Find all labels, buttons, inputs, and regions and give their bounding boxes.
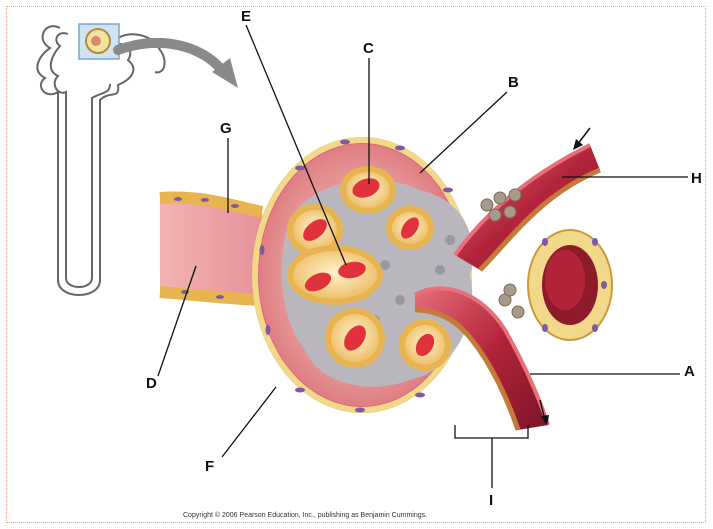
capillary-4 — [287, 245, 383, 305]
distal-tubule — [528, 230, 612, 340]
label-h: H — [691, 170, 702, 187]
copyright-notice: Copyright © 2006 Pearson Education, Inc.… — [183, 512, 427, 519]
label-g: G — [220, 120, 232, 137]
leader-line-f — [222, 387, 276, 457]
label-a: A — [684, 363, 695, 380]
capillary-1 — [340, 166, 396, 214]
capillary-5 — [325, 308, 385, 368]
label-i: I — [489, 492, 493, 509]
capillary-6 — [399, 319, 451, 371]
label-d: D — [146, 375, 157, 392]
capillary-2 — [386, 206, 434, 250]
nephron-icon — [37, 26, 164, 295]
glomerulus-highlight-box — [79, 24, 119, 59]
label-e: E — [241, 8, 251, 25]
label-b: B — [508, 74, 519, 91]
proximal-tubule — [160, 197, 268, 300]
leader-line-b — [420, 92, 507, 173]
label-f: F — [205, 458, 214, 475]
label-c: C — [363, 40, 374, 57]
